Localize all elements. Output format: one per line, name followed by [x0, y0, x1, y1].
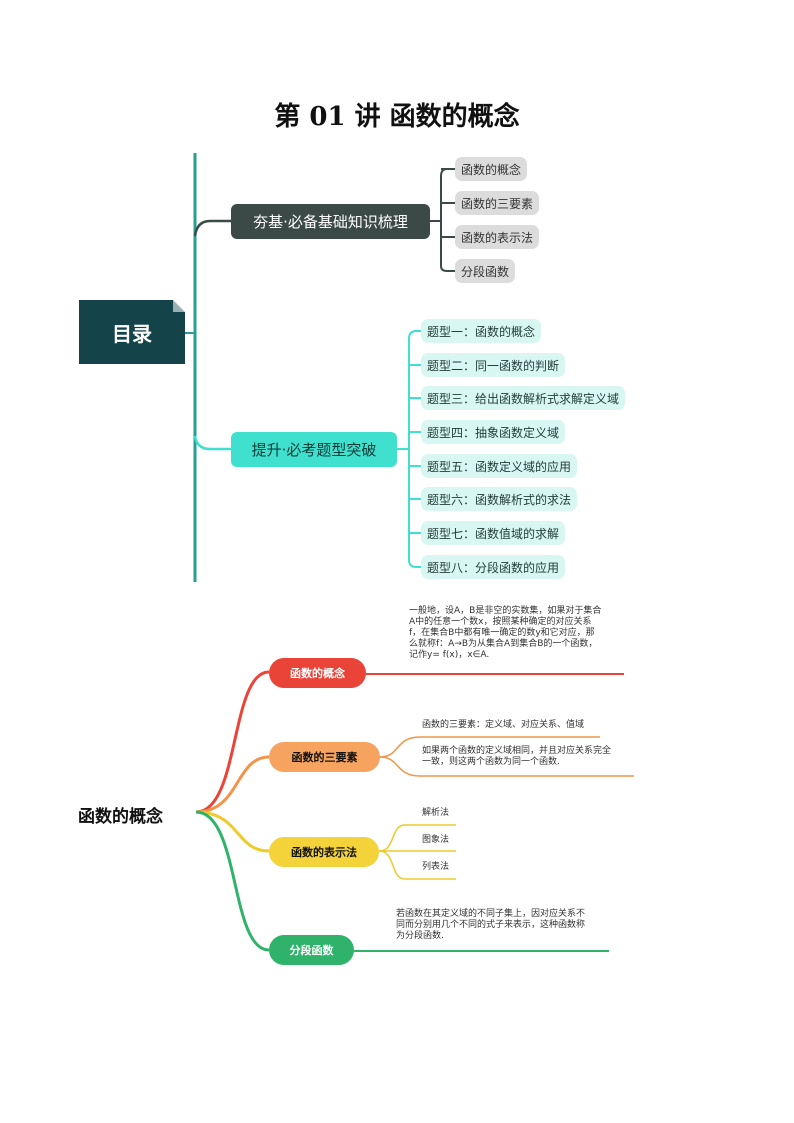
note-line: 同而分别用几个不同的式子来表示，这种函数称 — [396, 920, 586, 930]
corner-fold-icon — [173, 300, 185, 312]
mindmap-root: 函数的概念 — [78, 807, 163, 827]
toc-leaf-item[interactable]: 分段函数 — [455, 259, 516, 283]
note-line: 记作y= f(x)，x∈A. — [409, 650, 490, 660]
toc-question-item[interactable]: 题型七：函数值域的求解 — [421, 521, 566, 545]
page-title: 第 01 讲 函数的概念 — [274, 102, 520, 132]
toc-leaf-item[interactable]: 函数的概念 — [455, 157, 528, 181]
note-line: A中的任意一个数x，按照某种确定的对应关系 — [409, 617, 592, 627]
toc-question-item[interactable]: 题型二：同一函数的判断 — [421, 353, 566, 377]
elements-note: 函数的三要素：定义域、对应关系、值域 — [422, 720, 584, 731]
note-line: 么就称f：A→B为从集合A到集合B的一个函数， — [409, 639, 598, 649]
note-line: 函数的三要素：定义域、对应关系、值域 — [422, 720, 585, 730]
note-line: 一般地，设A，B是非空的实数集，如果对于集合 — [409, 606, 602, 616]
note-line: 一致，则这两个函数为同一个函数. — [422, 757, 560, 767]
mindmap-branch-concept[interactable]: 函数的概念 — [269, 658, 366, 688]
toc-leaf-item[interactable]: 函数的表示法 — [455, 225, 540, 249]
mindmap-branch-representation[interactable]: 函数的表示法 — [269, 837, 379, 867]
toc-question-item[interactable]: 题型五：函数定义域的应用 — [421, 454, 578, 478]
representation-item: 列表法 — [422, 862, 450, 872]
same-function-note: 如果两个函数的定义域相同，并且对应关系完全 一致，则这两个函数为同一个函数. — [422, 746, 611, 768]
representation-item: 图象法 — [422, 835, 450, 845]
toc-question-item[interactable]: 题型三：给出函数解析式求解定义域 — [421, 386, 626, 410]
toc-question-item[interactable]: 题型六：函数解析式的求法 — [421, 487, 578, 511]
toc-branch-basics[interactable]: 夯基·必备基础知识梳理 — [231, 204, 430, 239]
note-line: 若函数在其定义域的不同子集上，因对应关系不 — [396, 909, 586, 919]
representation-item: 解析法 — [422, 808, 450, 818]
note-line: 如果两个函数的定义域相同，并且对应关系完全 — [422, 746, 612, 756]
concept-note: 一般地，设A，B是非空的实数集，如果对于集合 A中的任意一个数x，按照某种确定的… — [409, 606, 601, 661]
mindmap-branch-elements[interactable]: 函数的三要素 — [269, 742, 380, 772]
mindmap-branch-piecewise[interactable]: 分段函数 — [269, 935, 354, 965]
toc-question-item[interactable]: 题型四：抽象函数定义域 — [421, 420, 566, 444]
toc-leaf-item[interactable]: 函数的三要素 — [455, 191, 540, 215]
toc-root[interactable]: 目录 — [79, 300, 185, 364]
toc-question-item[interactable]: 题型八：分段函数的应用 — [421, 555, 566, 579]
note-line: f，在集合B中都有唯一确定的数y和它对应，那 — [409, 628, 595, 638]
toc-root-label: 目录 — [112, 321, 152, 346]
piecewise-note: 若函数在其定义域的不同子集上，因对应关系不 同而分别用几个不同的式子来表示，这种… — [396, 909, 585, 942]
toc-branch-questions[interactable]: 提升·必考题型突破 — [231, 432, 397, 467]
note-line: 为分段函数. — [396, 931, 444, 941]
toc-question-item[interactable]: 题型一：函数的概念 — [421, 319, 542, 343]
